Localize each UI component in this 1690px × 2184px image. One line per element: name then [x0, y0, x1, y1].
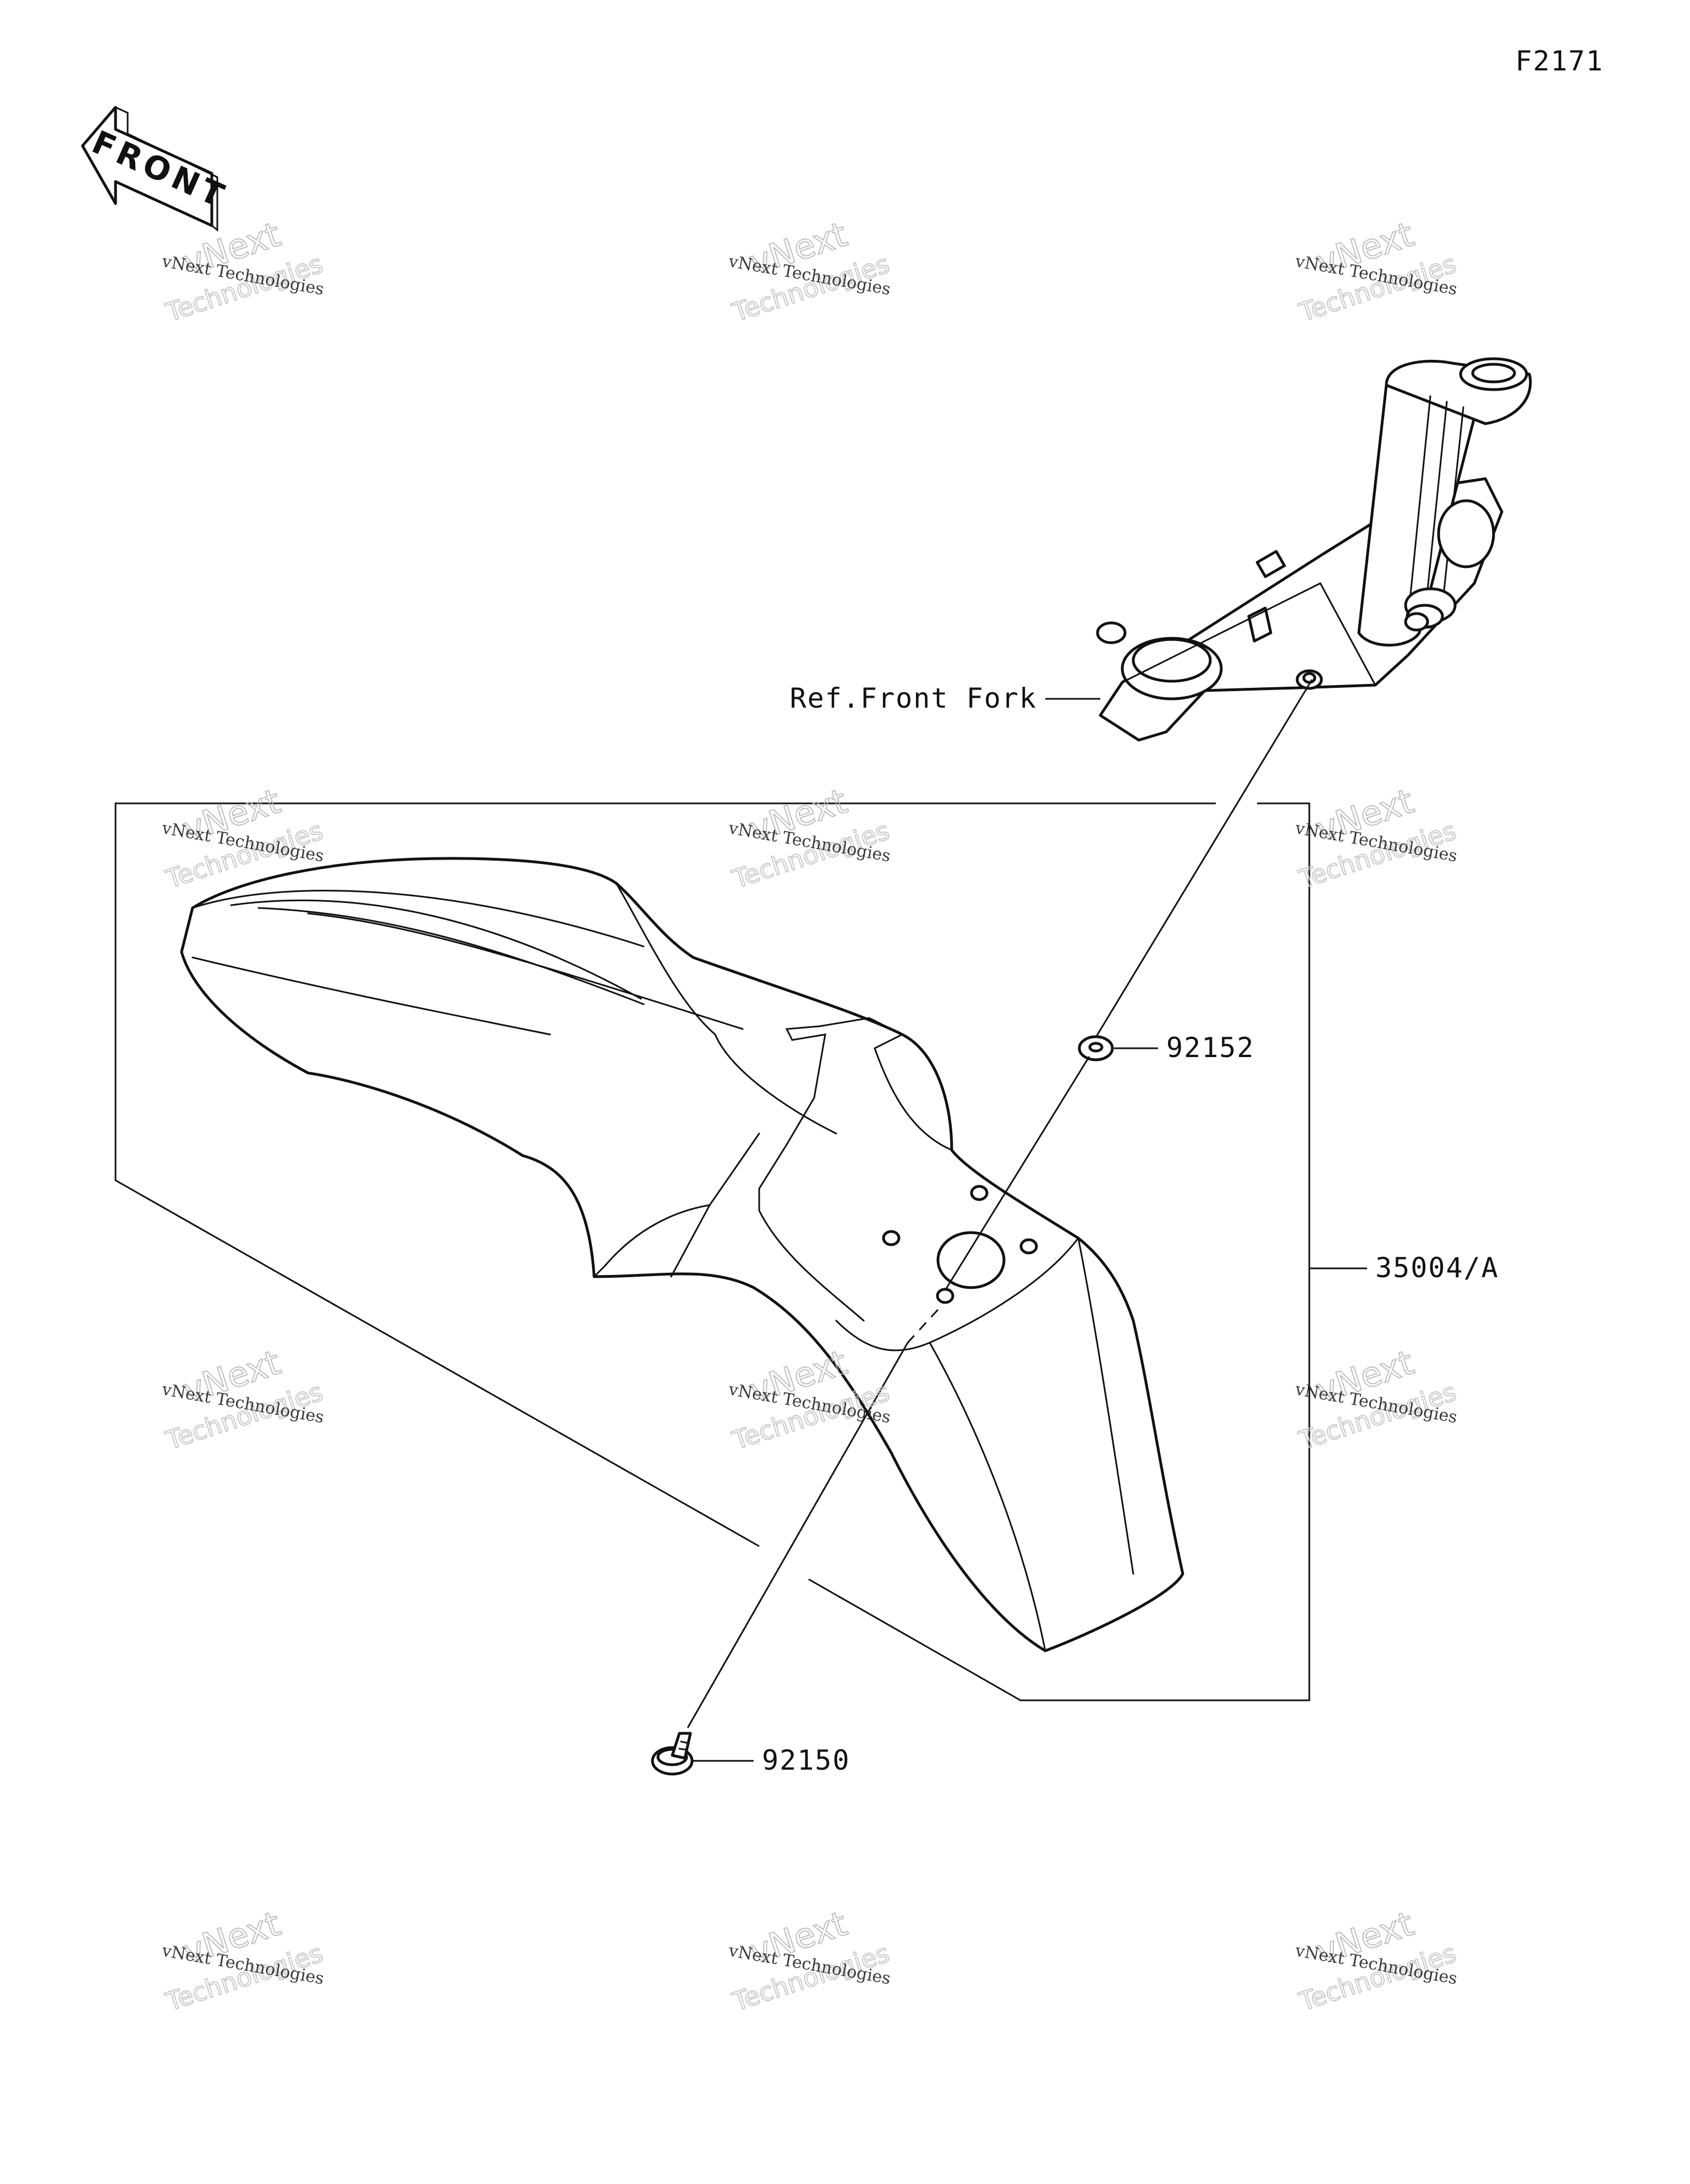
- callout-ref-front-fork: Ref.Front Fork: [790, 682, 1037, 714]
- bolt-92150: [651, 1732, 694, 1776]
- installation-axis: [687, 679, 1313, 1728]
- front-fork-triple-clamp: [1096, 357, 1532, 742]
- front-arrow-icon: FRONT: [81, 106, 233, 232]
- figure-code: F2171: [1515, 45, 1604, 77]
- assembly-bracket: [114, 802, 1310, 1701]
- callout-bolt: 92150: [762, 1744, 851, 1776]
- callout-fender-assembly: 35004/A: [1375, 1252, 1499, 1284]
- callout-washer: 92152: [1166, 1032, 1255, 1064]
- washer-92152: [1078, 1035, 1114, 1061]
- front-fender: [180, 857, 1184, 1652]
